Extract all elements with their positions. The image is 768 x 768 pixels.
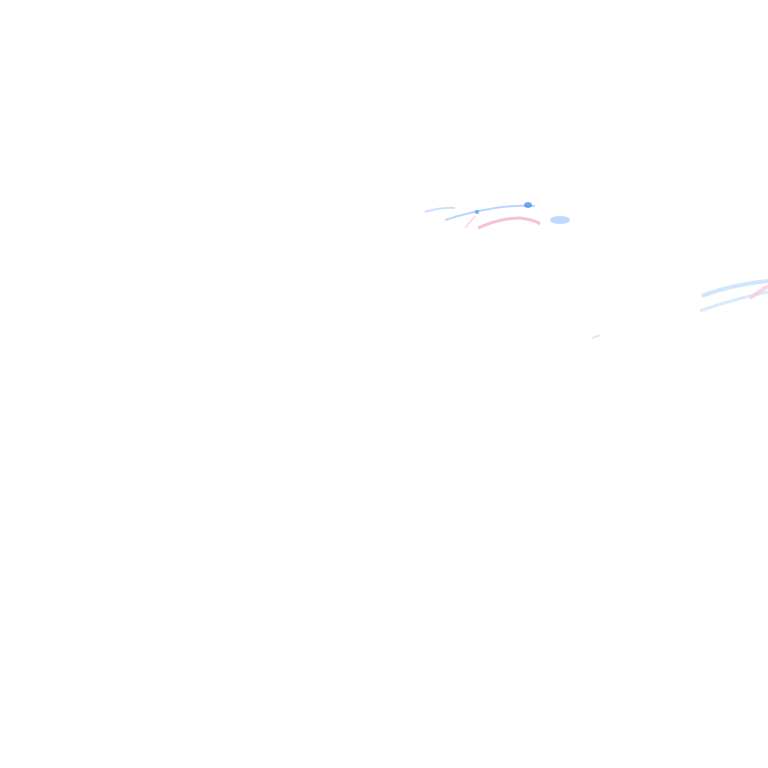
- blue-streak: [699, 290, 768, 313]
- blue-streak: [701, 279, 768, 298]
- upper-streak-cluster: [424, 202, 570, 230]
- blue-streak: [424, 206, 456, 213]
- pink-streak: [477, 216, 541, 230]
- blue-blob: [524, 202, 532, 208]
- blue-blob: [550, 216, 570, 224]
- right-streak-cluster: [591, 279, 768, 339]
- pink-streak: [591, 334, 601, 339]
- blue-blob: [475, 210, 479, 214]
- pink-streak: [464, 215, 476, 229]
- blue-streak: [444, 204, 536, 221]
- pink-streak: [748, 284, 768, 300]
